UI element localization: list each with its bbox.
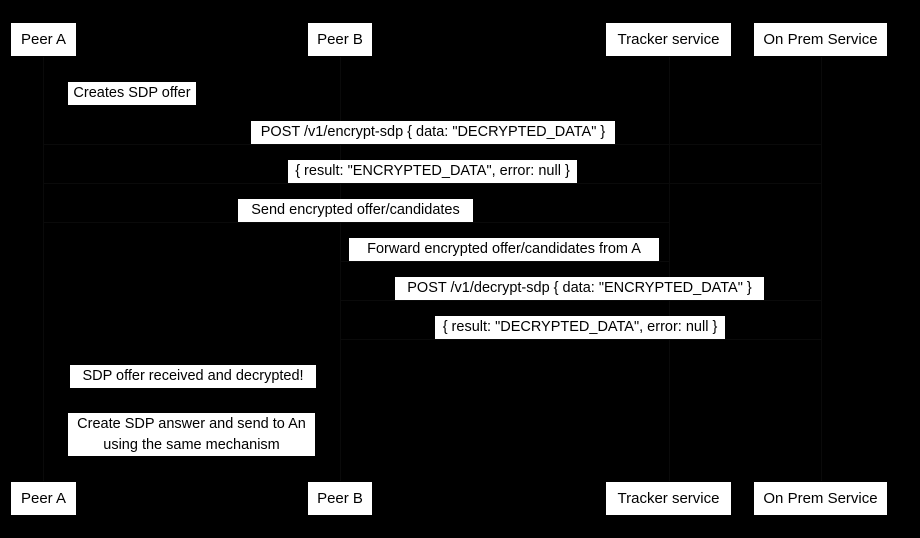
arrow-shaft-7 — [340, 339, 821, 340]
message-label-9[interactable]: Create SDP answer and send to An using t… — [68, 413, 315, 456]
lifeline-peer-b — [340, 57, 341, 481]
lifeline-on-prem — [821, 57, 822, 481]
arrow-shaft-4 — [43, 222, 669, 223]
message-label-8[interactable]: SDP offer received and decrypted! — [70, 365, 316, 388]
message-label-7[interactable]: { result: "DECRYPTED_DATA", error: null … — [435, 316, 725, 339]
participant-on-prem-top[interactable]: On Prem Service — [753, 22, 888, 57]
message-label-6[interactable]: POST /v1/decrypt-sdp { data: "ENCRYPTED_… — [395, 277, 764, 300]
arrow-shaft-2 — [43, 144, 821, 145]
participant-peer-a-bottom[interactable]: Peer A — [10, 481, 77, 516]
lifeline-peer-a — [43, 57, 44, 481]
arrow-shaft-6 — [340, 300, 821, 301]
participant-tracker-bottom[interactable]: Tracker service — [605, 481, 732, 516]
message-label-3[interactable]: { result: "ENCRYPTED_DATA", error: null … — [288, 160, 577, 183]
participant-peer-b-bottom[interactable]: Peer B — [307, 481, 373, 516]
participant-peer-b-top[interactable]: Peer B — [307, 22, 373, 57]
arrow-shaft-5 — [340, 261, 669, 262]
message-label-2[interactable]: POST /v1/encrypt-sdp { data: "DECRYPTED_… — [251, 121, 615, 144]
message-label-4[interactable]: Send encrypted offer/candidates — [238, 199, 473, 222]
message-label-5[interactable]: Forward encrypted offer/candidates from … — [349, 238, 659, 261]
participant-tracker-top[interactable]: Tracker service — [605, 22, 732, 57]
participant-on-prem-bottom[interactable]: On Prem Service — [753, 481, 888, 516]
participant-peer-a-top[interactable]: Peer A — [10, 22, 77, 57]
lifeline-tracker — [669, 57, 670, 481]
arrow-shaft-3 — [43, 183, 821, 184]
message-label-1[interactable]: Creates SDP offer — [68, 82, 196, 105]
